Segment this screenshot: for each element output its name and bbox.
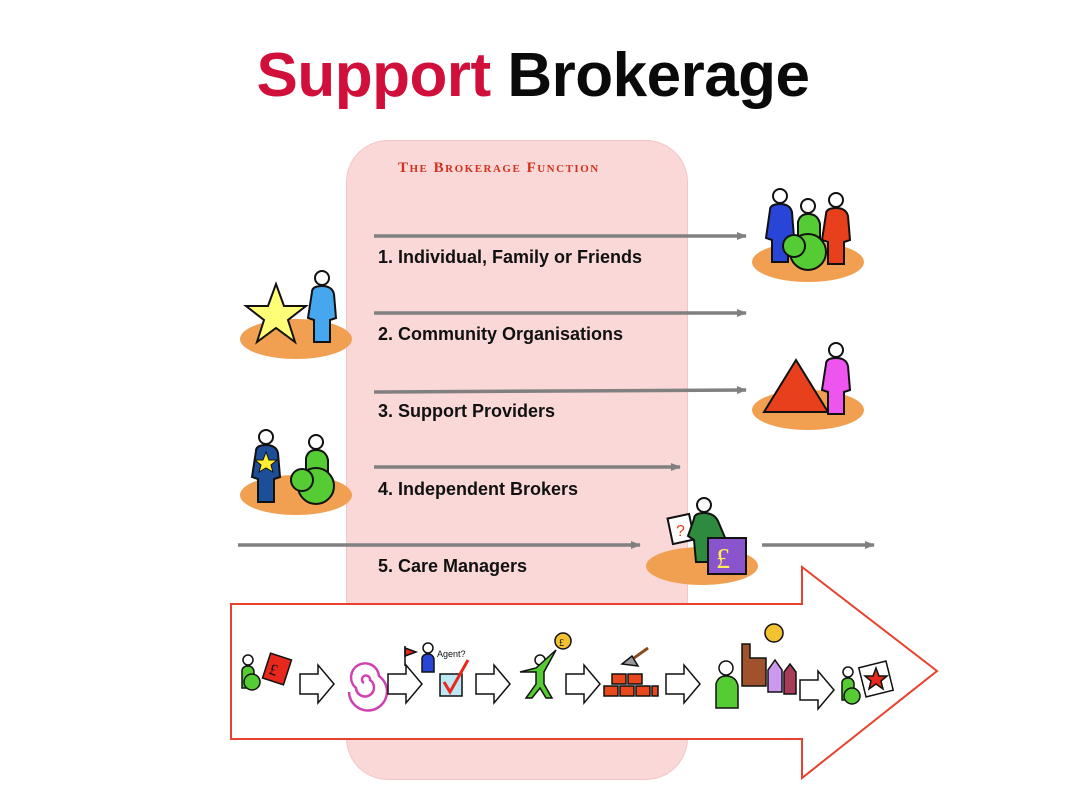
coin-pound: £ (559, 638, 564, 649)
row-label-brokers: 4. Independent Brokers (378, 479, 579, 499)
broker-pair-icon (240, 429, 352, 515)
flow-arrows (238, 232, 875, 549)
agent-checkbox-icon: Agent? (404, 642, 470, 697)
care-manager-icon: ? £ (646, 497, 758, 585)
title-word-brokerage: Brokerage (507, 41, 810, 110)
celebrating-person-icon: £ (519, 632, 572, 699)
family-group-icon (752, 188, 864, 282)
triangle-person-icon (752, 342, 864, 430)
step-arrow-6 (799, 668, 835, 712)
community-buildings-icon (715, 623, 797, 709)
title-word-support: Support (256, 41, 491, 110)
page-title: Support Brokerage (0, 40, 1066, 111)
agent-label: Agent? (437, 649, 466, 659)
row-label-care-managers: 5. Care Managers (378, 556, 528, 576)
step-arrow-2 (387, 662, 423, 706)
bricks-trowel-icon (603, 646, 659, 697)
pound-symbol: £ (716, 544, 730, 575)
step-arrow-5 (665, 662, 701, 706)
question-mark: ? (676, 523, 685, 540)
person-star-certificate-icon (841, 660, 895, 705)
flow-arrow-row3 (373, 386, 747, 395)
panel-heading: The Brokerage Function (398, 160, 600, 176)
person-with-money-icon: £ (241, 652, 293, 691)
star-person-icon (240, 270, 352, 359)
row-label-community: 2. Community Organisations (378, 324, 624, 344)
row-label-individual: 1. Individual, Family or Friends (378, 247, 643, 267)
process-steps: £ Agent? £ (241, 623, 895, 712)
step-arrow-4 (565, 662, 601, 706)
step-arrow-3 (475, 662, 511, 706)
step-arrow-1 (299, 662, 335, 706)
row-label-providers: 3. Support Providers (378, 401, 556, 421)
spiral-icon (347, 662, 389, 712)
